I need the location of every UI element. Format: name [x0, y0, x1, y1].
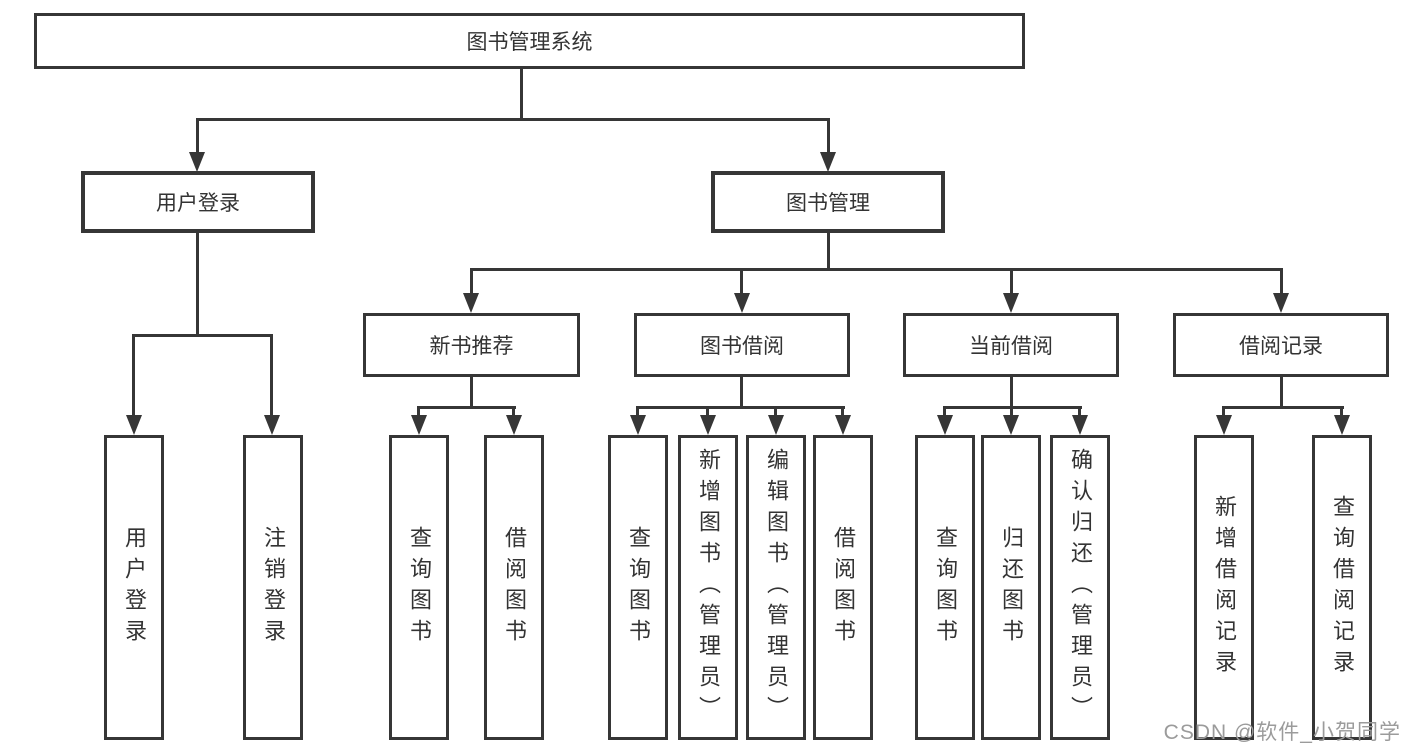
- connector-line: [512, 406, 515, 418]
- arrow-down-icon: [937, 415, 953, 435]
- arrow-down-icon: [189, 152, 205, 172]
- node-library-management-system: 图书管理系统: [34, 13, 1025, 69]
- connector-line: [1010, 406, 1013, 418]
- arrow-down-icon: [820, 152, 836, 172]
- connector-line: [196, 118, 830, 121]
- node-label: 用户登录: [122, 525, 147, 650]
- arrow-down-icon: [411, 415, 427, 435]
- node-book-management: 图书管理: [711, 171, 945, 233]
- node-label: 新增图书（管理员）: [696, 448, 721, 727]
- leaf-query-books-borrowing: 查询图书: [608, 435, 668, 740]
- connector-line: [470, 268, 1282, 271]
- connector-line: [943, 406, 946, 418]
- connector-line: [196, 118, 199, 155]
- arrow-down-icon: [1003, 293, 1019, 313]
- connector-line: [841, 406, 844, 418]
- connector-line: [774, 406, 777, 418]
- leaf-add-borrow-record: 新增借阅记录: [1194, 435, 1254, 740]
- node-label: 借阅图书: [502, 525, 527, 650]
- node-label: 新增借阅记录: [1212, 494, 1237, 681]
- arrow-down-icon: [1216, 415, 1232, 435]
- leaf-query-borrow-record: 查询借阅记录: [1312, 435, 1372, 740]
- arrow-down-icon: [463, 293, 479, 313]
- connector-line: [1010, 375, 1013, 408]
- connector-line: [1280, 268, 1283, 296]
- connector-line: [196, 231, 199, 337]
- leaf-logout: 注销登录: [243, 435, 303, 740]
- arrow-down-icon: [126, 415, 142, 435]
- leaf-edit-books-admin: 编辑图书（管理员）: [746, 435, 806, 740]
- connector-line: [706, 406, 709, 418]
- node-label: 借阅记录: [1239, 335, 1323, 358]
- node-label: 查询借阅记录: [1330, 494, 1355, 681]
- connector-line: [636, 406, 639, 418]
- connector-line: [1222, 406, 1344, 409]
- node-label: 图书管理: [786, 192, 870, 215]
- node-current-borrowing: 当前借阅: [903, 313, 1119, 377]
- arrow-down-icon: [1003, 415, 1019, 435]
- node-label: 借阅图书: [831, 525, 856, 650]
- connector-line: [740, 375, 743, 408]
- arrow-down-icon: [506, 415, 522, 435]
- node-label: 注销登录: [261, 525, 286, 650]
- connector-line: [470, 268, 473, 296]
- node-new-book-recommendation: 新书推荐: [363, 313, 580, 377]
- arrow-down-icon: [1273, 293, 1289, 313]
- node-borrowing-records: 借阅记录: [1173, 313, 1389, 377]
- connector-line: [417, 406, 420, 418]
- leaf-return-books: 归还图书: [981, 435, 1041, 740]
- connector-line: [1222, 406, 1225, 418]
- node-label: 图书管理系统: [466, 31, 593, 54]
- connector-line: [1280, 375, 1283, 408]
- connector-line: [1010, 268, 1013, 296]
- connector-line: [417, 406, 516, 409]
- connector-line: [636, 406, 845, 409]
- node-user-login: 用户登录: [81, 171, 315, 233]
- node-book-borrowing: 图书借阅: [634, 313, 850, 377]
- connector-line: [132, 334, 273, 337]
- node-label: 新书推荐: [429, 335, 514, 358]
- connector-line: [470, 375, 473, 408]
- node-label: 当前借阅: [969, 335, 1053, 358]
- node-label: 查询图书: [407, 525, 432, 650]
- node-label: 查询图书: [933, 525, 958, 650]
- node-label: 图书借阅: [700, 335, 784, 358]
- leaf-add-books-admin: 新增图书（管理员）: [678, 435, 738, 740]
- connector-line: [827, 118, 830, 155]
- arrow-down-icon: [1334, 415, 1350, 435]
- connector-line: [270, 334, 273, 418]
- arrow-down-icon: [1072, 415, 1088, 435]
- connector-line: [132, 334, 135, 418]
- leaf-borrow-books-recommend: 借阅图书: [484, 435, 544, 740]
- arrow-down-icon: [835, 415, 851, 435]
- connector-line: [827, 231, 830, 271]
- connector-line: [1340, 406, 1343, 418]
- leaf-confirm-return-admin: 确认归还（管理员）: [1050, 435, 1110, 740]
- leaf-borrow-books: 借阅图书: [813, 435, 873, 740]
- csdn-watermark: CSDN @软件_小贺同学: [1163, 721, 1401, 744]
- node-label: 编辑图书（管理员）: [764, 448, 789, 727]
- node-label: 用户登录: [156, 192, 240, 215]
- leaf-user-login: 用户登录: [104, 435, 164, 740]
- connector-line: [1078, 406, 1081, 418]
- node-label: 查询图书: [626, 525, 651, 650]
- connector-line: [520, 66, 523, 121]
- arrow-down-icon: [734, 293, 750, 313]
- arrow-down-icon: [264, 415, 280, 435]
- leaf-query-books-recommend: 查询图书: [389, 435, 449, 740]
- connector-line: [740, 268, 743, 296]
- node-label: 确认归还（管理员）: [1068, 448, 1093, 727]
- node-label: 归还图书: [999, 525, 1024, 650]
- leaf-query-books-current: 查询图书: [915, 435, 975, 740]
- arrow-down-icon: [768, 415, 784, 435]
- arrow-down-icon: [630, 415, 646, 435]
- arrow-down-icon: [700, 415, 716, 435]
